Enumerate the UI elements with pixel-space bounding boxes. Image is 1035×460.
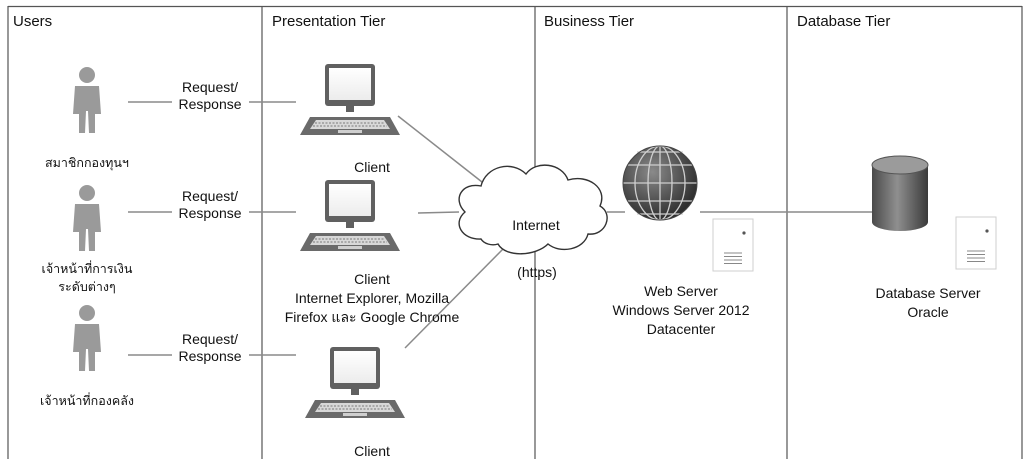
db-server-box-icon bbox=[955, 216, 997, 270]
tier-header-presentation: Presentation Tier bbox=[272, 13, 386, 30]
connection-label: Request/ bbox=[181, 331, 239, 347]
internet-label: Internet bbox=[512, 217, 560, 233]
user-icon bbox=[73, 67, 101, 133]
client-label: Client bbox=[354, 271, 390, 287]
computer-icon bbox=[299, 63, 401, 136]
user-label: เจ้าหน้าที่การเงิน bbox=[41, 261, 133, 276]
web-server-os-label: Windows Server 2012 bbox=[612, 302, 750, 318]
connection-lines bbox=[128, 101, 872, 356]
web-server-box-icon bbox=[712, 218, 754, 272]
connection-label: Request/ bbox=[181, 188, 239, 204]
tier-header-database: Database Tier bbox=[797, 13, 891, 30]
connection-label: Request/ bbox=[181, 79, 239, 95]
db-engine-label: Oracle bbox=[907, 304, 949, 320]
tier-frame bbox=[7, 5, 1023, 459]
connection-label: Response bbox=[178, 348, 242, 364]
client-detail: Internet Explorer, Mozilla bbox=[294, 290, 450, 306]
database-icon bbox=[871, 155, 929, 231]
user-label: ระดับต่างๆ bbox=[58, 279, 116, 294]
tier-header-users: Users bbox=[13, 13, 53, 30]
web-server-label: Web Server bbox=[644, 283, 718, 299]
web-server-edition-label: Datacenter bbox=[646, 321, 716, 337]
db-server-label: Database Server bbox=[875, 285, 981, 301]
user-icon bbox=[73, 185, 101, 251]
tier-header-business: Business Tier bbox=[544, 13, 635, 30]
cloud-icon bbox=[458, 164, 608, 255]
computer-icon bbox=[299, 179, 401, 252]
computer-icon bbox=[304, 346, 406, 419]
client-label: Client bbox=[354, 443, 390, 459]
client-detail: Firefox และ Google Chrome bbox=[284, 309, 460, 325]
user-icon bbox=[73, 305, 101, 371]
connection-label: Response bbox=[178, 205, 242, 221]
connection-label: Response bbox=[178, 96, 242, 112]
client-label: Client bbox=[354, 159, 390, 175]
user-label: เจ้าหน้าที่กองคลัง bbox=[40, 393, 134, 408]
protocol-label: (https) bbox=[517, 264, 557, 280]
globe-icon bbox=[622, 145, 698, 221]
user-label: สมาชิกกองทุนฯ bbox=[45, 155, 129, 170]
